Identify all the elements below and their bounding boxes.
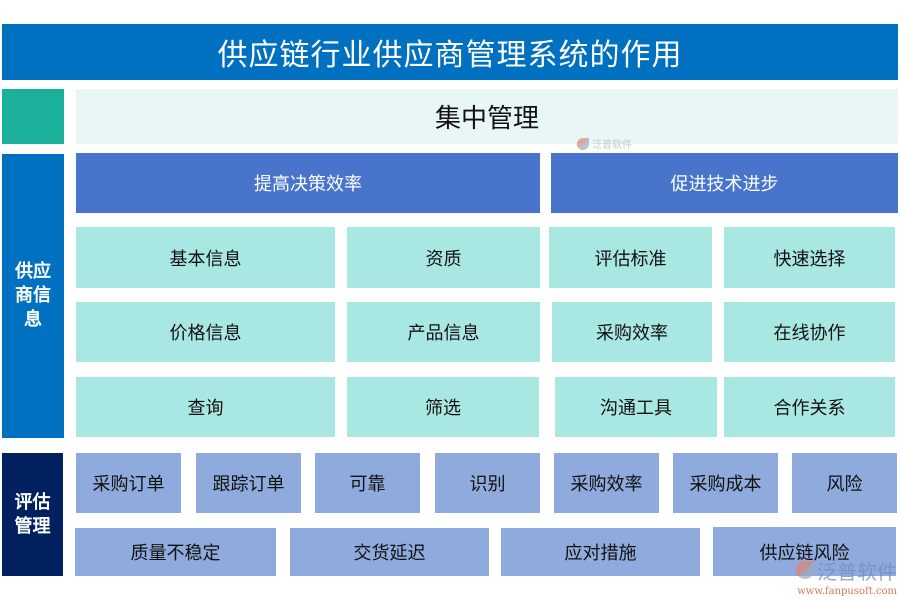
eval-procurement-efficiency: 采购效率 <box>554 453 659 513</box>
page-title: 供应链行业供应商管理系统的作用 <box>2 24 898 80</box>
eval-unstable-quality: 质量不稳定 <box>75 528 276 576</box>
cell-filter: 筛选 <box>347 377 539 437</box>
watermark-brand-text: 泛普软件 <box>817 559 897 584</box>
eval-identify: 识别 <box>435 453 540 513</box>
fanpu-logo-icon <box>796 561 814 579</box>
focus-label: 集中管理 <box>434 104 539 134</box>
cell-comm-tools: 沟通工具 <box>555 377 717 437</box>
watermark-bottom: 泛普软件 www.fanpusoft.com <box>775 554 897 598</box>
cell-price-info: 价格信息 <box>76 302 335 362</box>
fanpu-logo-icon <box>577 137 589 150</box>
cell-product-info: 产品信息 <box>347 302 540 362</box>
band-tech-progress: 促进技术进步 <box>551 153 898 213</box>
eval-reliable: 可靠 <box>315 453 420 513</box>
eval-countermeasures: 应对措施 <box>501 528 700 576</box>
cell-qualification: 资质 <box>347 227 540 288</box>
supplier-info-side-label: 供应 商信 息 <box>2 154 64 438</box>
side-line: 评估 <box>14 491 51 513</box>
side-line: 供应 <box>15 261 51 282</box>
watermark-top: 泛普软件 <box>577 136 632 151</box>
cell-online-collab: 在线协作 <box>724 302 895 362</box>
eval-procurement-cost: 采购成本 <box>673 453 778 513</box>
watermark-brand: 泛普软件 <box>796 556 897 585</box>
cell-procurement-efficiency: 采购效率 <box>552 302 712 362</box>
eval-purchase-order: 采购订单 <box>76 453 181 513</box>
band-decision-efficiency: 提高决策效率 <box>76 153 540 213</box>
side-line: 商信 <box>15 285 51 306</box>
cell-partnership: 合作关系 <box>724 377 895 437</box>
cell-quick-select: 快速选择 <box>724 227 895 288</box>
cell-query: 查询 <box>76 377 335 437</box>
watermark-top-text: 泛普软件 <box>592 140 632 151</box>
cell-eval-standard: 评估标准 <box>549 227 712 288</box>
watermark-url: www.fanpusoft.com <box>797 585 897 597</box>
side-line: 息 <box>24 309 42 330</box>
eval-track-order: 跟踪订单 <box>196 453 301 513</box>
eval-delivery-delay: 交货延迟 <box>290 528 489 576</box>
focus-strip: 集中管理 <box>76 89 898 144</box>
cell-basic-info: 基本信息 <box>76 227 335 288</box>
eval-risk: 风险 <box>792 453 897 513</box>
teal-marker <box>2 89 64 144</box>
side-line: 管理 <box>14 515 51 537</box>
evaluation-side-label: 评估 管理 <box>2 453 63 576</box>
